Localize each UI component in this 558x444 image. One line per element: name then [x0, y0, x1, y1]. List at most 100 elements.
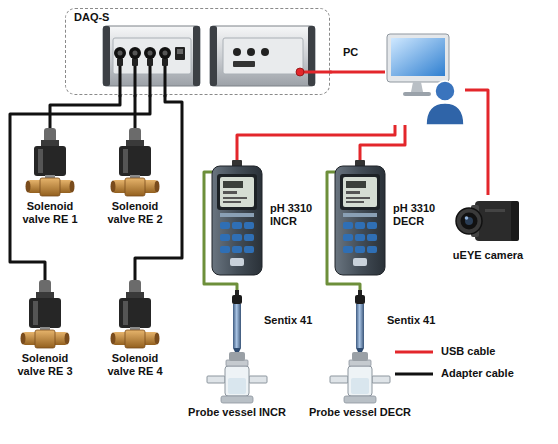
- legend-samples: [395, 352, 433, 374]
- icon-part: [220, 222, 230, 229]
- solenoid-valve: Solenoid valve RE 4: [103, 280, 167, 378]
- icon-part: [223, 191, 237, 194]
- ph-meter-label: pH 3310 DECR: [393, 202, 443, 228]
- cable-connector: [465, 90, 488, 195]
- probe-vessel-icon: [330, 352, 390, 404]
- icon-part: [352, 352, 368, 361]
- pc-workstation-label: PC: [343, 46, 358, 59]
- cable-connector: [10, 95, 150, 280]
- probe-vessel-label: Probe vessel INCR: [188, 406, 286, 419]
- ph-probe-icon: [353, 290, 367, 352]
- ph-probe: Sentix 41: [230, 290, 312, 352]
- icon-part: [261, 48, 269, 56]
- icon-part: [41, 140, 59, 147]
- icon-part: [411, 82, 423, 92]
- icon-part: [111, 181, 116, 193]
- camera-label: uEYE camera: [453, 249, 523, 262]
- icon-part: [367, 234, 377, 241]
- icon-part: [346, 191, 360, 194]
- icon-part: [70, 181, 75, 193]
- icon-part: [129, 47, 141, 59]
- icon-part: [351, 378, 369, 394]
- icon-part: [212, 166, 262, 275]
- icon-part: [346, 197, 370, 199]
- icon-part: [155, 181, 160, 193]
- ph-meter-label: pH 3310 INCR: [270, 202, 320, 228]
- icon-part: [340, 174, 380, 210]
- icon-part: [230, 258, 244, 266]
- icon-part: [244, 234, 254, 241]
- ph-probe-icon: [230, 290, 244, 352]
- icon-part: [343, 213, 377, 217]
- icon-part: [207, 376, 225, 383]
- icon-part: [244, 222, 254, 229]
- icon-part: [387, 34, 449, 82]
- icon-part: [114, 47, 126, 59]
- icon-part: [367, 246, 377, 253]
- daq-group-label: DAQ-S: [74, 11, 109, 24]
- icon-part: [103, 26, 110, 86]
- solenoid-valve: Solenoid valve RE 3: [13, 280, 77, 378]
- cable-connector: [50, 95, 120, 128]
- icon-part: [125, 330, 145, 348]
- icon-part: [147, 58, 153, 66]
- icon-part: [460, 213, 477, 230]
- icon-part: [148, 51, 153, 56]
- solenoid-valve-label: Solenoid valve RE 2: [103, 200, 167, 226]
- icon-part: [221, 396, 253, 403]
- legend-label: Adapter cable: [441, 367, 514, 380]
- solenoid-valve-icon: [110, 128, 160, 198]
- icon-part: [356, 348, 364, 352]
- icon-part: [353, 258, 367, 266]
- icon-part: [126, 140, 144, 147]
- icon-part: [117, 58, 123, 66]
- icon-part: [465, 217, 473, 225]
- legend-label: USB cable: [441, 345, 495, 358]
- cable-connector: [134, 95, 137, 128]
- icon-part: [343, 222, 353, 229]
- legend: USB cableAdapter cable: [441, 345, 514, 389]
- solenoid-valve-icon: [25, 128, 75, 198]
- icon-part: [210, 26, 315, 86]
- icon-part: [223, 197, 247, 199]
- icon-part: [65, 333, 70, 345]
- icon-part: [163, 51, 168, 56]
- cable-connector: [360, 125, 405, 160]
- icon-part: [177, 49, 183, 54]
- icon-part: [155, 333, 160, 345]
- icon-part: [210, 26, 217, 86]
- icon-part: [162, 58, 168, 66]
- icon-part: [38, 149, 43, 173]
- icon-part: [343, 177, 377, 207]
- icon-part: [40, 178, 60, 196]
- legend-line: [395, 373, 433, 376]
- probe-vessel: Probe vessel DECR: [309, 352, 411, 419]
- icon-part: [356, 304, 364, 348]
- cable-connector: [330, 71, 385, 74]
- icon-part: [485, 209, 505, 212]
- icon-part: [118, 51, 123, 56]
- solenoid-valve: Solenoid valve RE 2: [103, 128, 167, 226]
- icon-part: [343, 234, 353, 241]
- icon-part: [244, 246, 254, 253]
- icon-part: [33, 301, 38, 325]
- solenoid-valve-icon: [20, 280, 70, 350]
- icon-part: [233, 304, 241, 348]
- icon-part: [335, 166, 385, 275]
- icon-part: [511, 201, 519, 241]
- pc-workstation-icon: [385, 30, 465, 125]
- icon-part: [133, 51, 138, 56]
- ph-meter-icon: [335, 160, 385, 275]
- icon-part: [132, 58, 138, 66]
- icon-part: [233, 61, 255, 67]
- camera-icon: [455, 195, 521, 247]
- camera: uEYE camera: [453, 195, 523, 262]
- icon-part: [125, 178, 145, 196]
- icon-part: [232, 234, 242, 241]
- icon-part: [232, 222, 242, 229]
- icon-part: [232, 246, 242, 253]
- ph-meter: pH 3310 DECR: [335, 160, 443, 275]
- icon-part: [26, 181, 31, 193]
- icon-part: [223, 181, 243, 188]
